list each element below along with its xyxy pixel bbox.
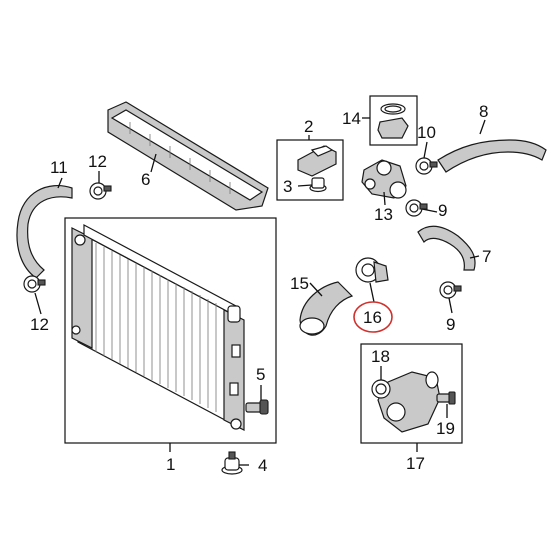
hose-clamp-upper-left[interactable] [89,182,112,200]
callout-4: 4 [258,456,267,475]
upper-air-shield[interactable] [107,101,269,211]
callout-5: 5 [256,365,265,384]
callout-12-lower: 12 [30,315,49,334]
callout-14: 14 [342,109,361,128]
callout-7: 7 [482,247,491,266]
callout-8: 8 [479,102,488,121]
thermostat[interactable] [355,257,389,283]
callout-2: 2 [304,117,313,136]
water-inlet-housing[interactable] [377,371,441,433]
cap-assembly-frame [276,139,344,201]
callout-10: 10 [417,123,436,142]
gasket-kit[interactable] [377,103,409,139]
callout-3: 3 [283,177,292,196]
upper-radiator-hose[interactable] [16,184,73,279]
inlet-housing-frame [360,343,463,444]
radiator[interactable] [71,224,245,431]
temperature-sensor[interactable] [436,391,456,405]
gasket-kit-frame [369,95,418,146]
callout-11: 11 [50,158,68,177]
heater-hose-8[interactable] [437,139,547,173]
highlight-ring-16 [353,301,393,333]
hose-clamp-lower-left[interactable] [23,275,46,293]
callout-15: 15 [290,274,309,293]
callout-13: 13 [374,205,393,224]
callout-9-upper: 9 [438,201,447,220]
callout-6: 6 [141,170,150,189]
callout-9-lower: 9 [446,315,455,334]
hose-clamp-upper-right[interactable] [405,199,428,217]
filler-cap[interactable] [297,145,337,177]
callout-12-upper: 12 [88,152,107,171]
callout-17: 17 [406,454,425,473]
hose-clamp-10[interactable] [415,157,438,175]
water-outlet-housing[interactable] [361,159,407,199]
callout-19: 19 [436,419,455,438]
cap-seal-3[interactable] [309,177,327,193]
callout-16: 16 [363,308,382,327]
leader-lines [34,117,486,466]
lower-hose-7[interactable] [417,225,476,271]
radiator-mount-bushing[interactable] [221,451,243,475]
callout-1: 1 [166,455,175,474]
water-inlet-pipe[interactable] [299,281,354,336]
callout-18: 18 [371,347,390,366]
drain-plug[interactable] [245,399,269,415]
housing-o-ring[interactable] [371,379,391,399]
hose-clamp-lower-right[interactable] [439,281,462,299]
radiator-fins [95,243,217,412]
